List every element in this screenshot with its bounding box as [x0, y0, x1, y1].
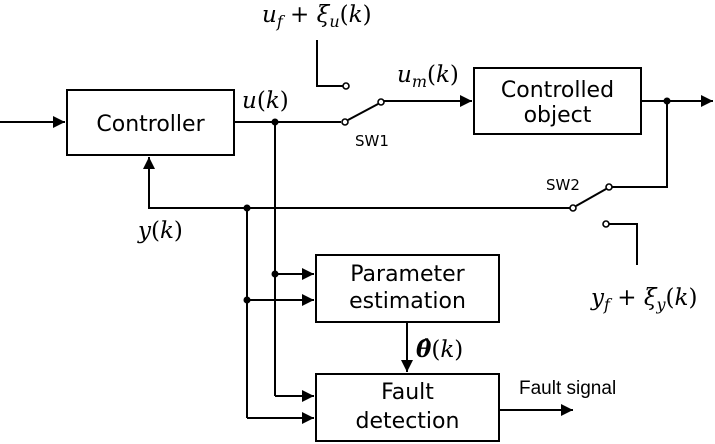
sw1-contact-normal: [341, 118, 349, 126]
theta-label: θ̂(k): [416, 336, 463, 363]
sw2-contact-normal: [605, 183, 613, 191]
sw1-switch[interactable]: [341, 82, 385, 126]
u-label: u(k): [242, 88, 289, 114]
sw2-blade: [575, 188, 607, 207]
um-label: um(k): [397, 62, 459, 91]
yf-xi-label: yf + ξy(k): [590, 285, 697, 314]
sw2-pivot: [569, 204, 577, 212]
controller-label: Controller: [96, 112, 205, 137]
sw2-contact-fault: [602, 220, 610, 228]
fault-signal-label: Fault signal: [519, 378, 616, 399]
sw1-pivot: [377, 98, 385, 106]
sw1-label: SW1: [355, 132, 389, 150]
feedback-y-arrow: [143, 157, 570, 209]
controlled-object-label-line2: object: [524, 103, 592, 128]
controlled-object-label-line1: Controlled: [501, 78, 614, 103]
parameter-estimation-block: Parameter estimation: [315, 254, 500, 323]
fault-detection-label-line1: Fault: [381, 380, 434, 405]
fault-detection-block: Fault detection: [315, 373, 500, 442]
controlled-object-block: Controlled object: [473, 67, 642, 135]
sw2-label: SW2: [546, 176, 580, 194]
uf-injection-wire: [316, 40, 343, 87]
yf-injection-wire: [609, 223, 638, 265]
sw1-blade: [347, 103, 379, 121]
controller-block: Controller: [66, 89, 235, 156]
fault-detection-label-line2: detection: [356, 409, 460, 434]
parameter-estimation-label-line1: Parameter: [350, 262, 465, 287]
uf-xi-label: uf + ξu(k): [262, 2, 372, 31]
y-label: y(k): [137, 218, 183, 244]
output-feedback-wire: [612, 101, 668, 188]
sw1-contact-fault: [342, 82, 350, 90]
parameter-estimation-label-line2: estimation: [349, 289, 466, 314]
